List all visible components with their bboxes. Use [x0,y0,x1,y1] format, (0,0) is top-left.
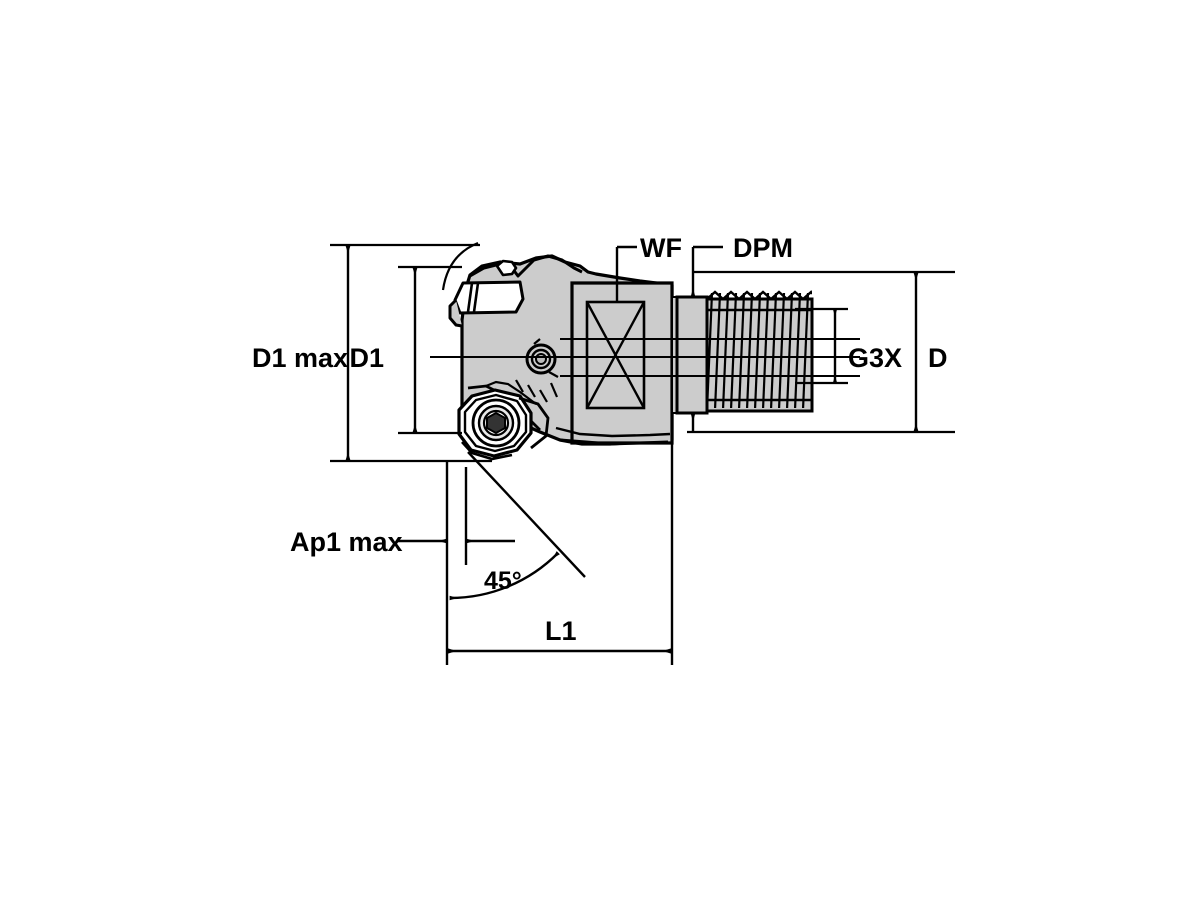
cutter-body-group [441,241,814,461]
dimension-angle-45: 45° [449,451,586,601]
dpm-pilot-collar [675,295,709,415]
body-top-contour [469,254,583,278]
dimension-wf: WF [615,233,682,303]
label-angle-45: 45° [484,567,522,595]
dimension-l1: L1 [447,444,674,665]
label-d: D [928,343,948,373]
upper-insert-edge-line-1 [466,282,474,313]
thread-profile [705,290,812,408]
insert-cutting-corner [461,441,513,461]
insert-pocket-seat [518,396,550,450]
label-wf: WF [640,233,682,263]
top-pocket-notch [495,259,518,277]
label-d1-max: D1 max [252,343,348,373]
insert-screw-torx-socket [486,412,506,434]
body-bottom-inner-contour [555,426,671,438]
angle-arc [449,551,560,601]
wrench-flat-diagonal-2 [585,301,646,409]
upper-insert-edge-line-2 [472,282,480,313]
label-dpm: DPM [733,233,793,263]
dimension-d1: D1 [349,265,462,435]
label-g3x: G3X [848,343,902,373]
dimension-g3x: G3X [795,307,902,385]
dimension-d: D [913,271,948,433]
upper-insert [453,280,525,315]
gash-serrations [515,379,559,403]
dimension-d1-max: D1 max [252,243,492,463]
body-bottom-contour [559,438,669,446]
label-ap1-max: Ap1 max [290,527,403,557]
dimension-dpm: DPM [687,233,955,434]
lower-round-insert-assembly [457,388,550,461]
label-d1: D1 [349,343,384,373]
label-l1: L1 [545,616,577,646]
threaded-shank [705,290,814,413]
lower-gash-face [485,380,537,405]
dimension-ap1-max: Ap1 max [290,460,515,665]
centerlines [430,338,860,377]
lead-angle-line [467,451,586,578]
body-left-flank [448,298,463,328]
